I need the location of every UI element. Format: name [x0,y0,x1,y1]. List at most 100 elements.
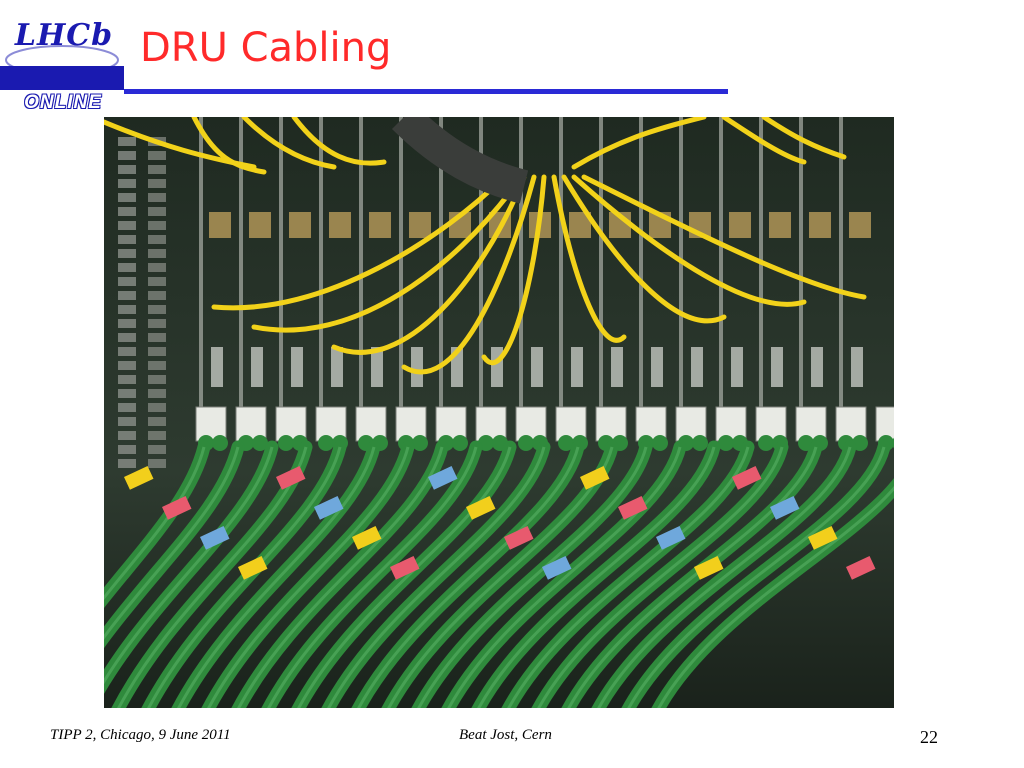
cable-tag [389,556,420,580]
photo-illustration [104,117,894,708]
connector-plug [452,435,468,451]
fiber-strand [401,174,537,375]
patch-port [118,459,136,468]
cable-tag [504,526,534,550]
connector-plug [412,435,428,451]
patch-port [118,221,136,230]
card-module [211,347,223,387]
card-rail [399,117,403,417]
title-underline [124,89,728,94]
connector-plug [692,435,708,451]
patch-port [148,361,166,370]
green-cable-highlight [104,446,206,600]
patch-port [118,263,136,272]
cable-tag [732,466,762,490]
patch-port [118,375,136,384]
card-chip [849,212,871,238]
connector-plug [558,435,574,451]
card-module [531,347,543,387]
cable-tag [580,466,610,490]
fiber-strand [331,174,527,355]
cable-tag [694,556,724,580]
logo-graphic [0,0,124,114]
card-module [811,347,823,387]
green-cable-highlight [477,446,716,708]
patch-port [118,319,136,328]
patch-port [118,165,136,174]
card-module [371,347,383,387]
connector-block [555,406,587,442]
cable-tag [618,496,648,520]
fiber-strand [571,117,707,170]
patch-port [148,151,166,160]
card-module [731,347,743,387]
green-cable-highlight [447,446,682,708]
page-number: 22 [920,727,938,747]
green-cable-highlight [237,446,444,708]
patch-port [148,235,166,244]
card-module [491,347,503,387]
lhcb-online-logo: LHCb ONLINE [0,0,124,114]
patch-port [148,305,166,314]
patch-port [148,403,166,412]
connector-plug [278,435,294,451]
patch-port [148,179,166,188]
patch-port [148,263,166,272]
card-chip [769,212,791,238]
connector-plug [252,435,268,451]
patch-port [118,235,136,244]
card-module [611,347,623,387]
connector-plug [318,435,334,451]
patch-port [118,137,136,146]
patch-port [148,249,166,258]
card-module [291,347,303,387]
patch-port [148,347,166,356]
card-module [251,347,263,387]
fiber-strand [211,174,507,311]
patch-port [118,249,136,258]
green-cable-highlight [177,446,376,708]
card-chip [209,212,231,238]
card-chip [329,212,351,238]
card-rail [319,117,323,417]
connector-plug [718,435,734,451]
connector-plug [518,435,534,451]
card-rail [839,117,843,417]
patch-port [118,305,136,314]
card-module [331,347,343,387]
cable-tag [808,526,838,550]
green-cable-highlight [267,446,478,708]
card-rail [239,117,243,417]
card-rail [639,117,643,417]
cable-tag [465,496,496,520]
card-rail [279,117,283,417]
cable-tag [162,496,192,520]
green-cable-highlight [537,446,784,708]
card-chip [409,212,431,238]
patch-port [118,291,136,300]
cable-tag [656,526,686,550]
patch-port [118,193,136,202]
card-rail [599,117,603,417]
patch-port [148,221,166,230]
fiber-sleeve [391,117,529,204]
fiber-strand [291,117,387,166]
fiber-bundle [104,117,867,375]
patch-port [148,459,166,468]
cable-tag [542,556,572,580]
patch-port [118,445,136,454]
card-rail [719,117,723,417]
green-cable-highlight [357,446,580,708]
fiber-strand [241,117,337,170]
cable-tag [238,556,268,580]
cable-tag [770,496,800,520]
patch-port [118,403,136,412]
patch-port [148,319,166,328]
patch-port [118,431,136,440]
fiber-strand [721,117,807,165]
patch-port [118,151,136,160]
card-chip [809,212,831,238]
patch-port [148,193,166,202]
green-cable-highlight [507,446,750,708]
patch-port [118,417,136,426]
